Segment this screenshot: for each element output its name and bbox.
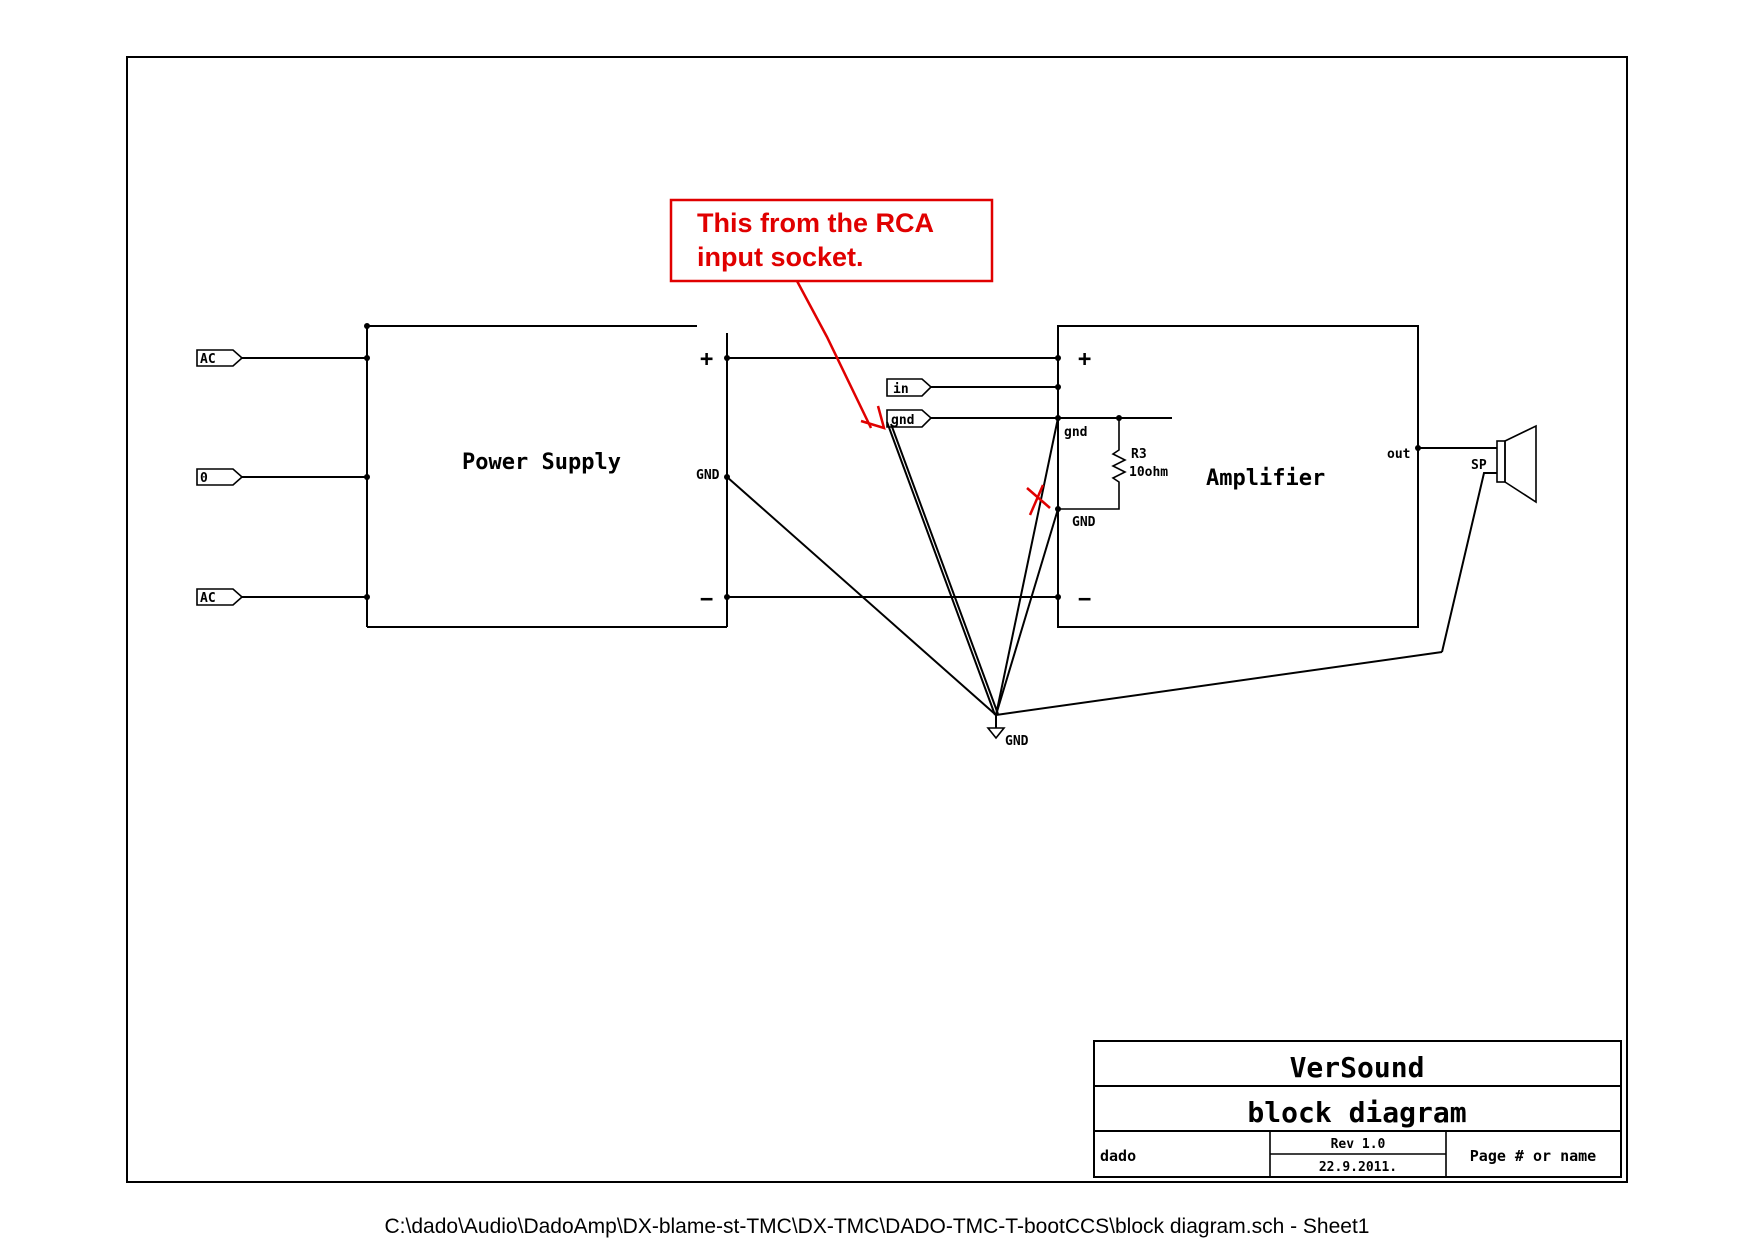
port-gnd-label: gnd [891,413,914,428]
title-block-title: block diagram [1247,1096,1466,1129]
junction-ps-plus [724,355,730,361]
title-block-company: VerSound [1290,1051,1425,1084]
port-zero-label: 0 [200,471,208,486]
ps-plus-sign: + [700,347,713,372]
callout-line-2: input socket. [697,242,864,272]
callout-leader [795,280,873,429]
callout-box [669,198,994,283]
callout-annotation: This from the RCA input socket. [669,198,1051,516]
ground-symbol: GND [986,715,1029,749]
footer-file-path: C:\dado\Audio\DadoAmp\DX-blame-st-TMC\DX… [385,1215,1370,1238]
title-block: VerSound block diagram dado Rev 1.0 22.9… [1093,1040,1622,1178]
title-block-author: dado [1100,1147,1136,1165]
amp-gnd-upper-label: GND [1072,515,1096,530]
ps-gnd-label: GND [696,468,720,483]
amp-minus-sign: − [1078,587,1091,612]
speaker-label: SP [1471,458,1487,473]
port-ac-bottom-label: AC [200,591,216,606]
port-in: in [886,378,933,397]
callout-arrowhead [860,405,886,430]
resistor-ref: R3 [1131,447,1147,462]
power-supply-title: Power Supply [462,450,621,475]
junction-amp-plus [1055,355,1061,361]
title-block-page: Page # or name [1470,1147,1596,1165]
amp-gnd-lower-label: gnd [1064,425,1087,440]
port-ac-top: AC [196,349,244,367]
junction-amp-minus [1055,594,1061,600]
resistor-r3: R3 10ohm [1058,415,1168,510]
port-zero: 0 [196,468,244,486]
callout-line-1: This from the RCA [697,208,934,238]
ps-minus-sign: − [700,587,713,612]
title-block-rev: Rev 1.0 [1331,1137,1386,1152]
amplifier-title: Amplifier [1206,466,1325,491]
port-in-label: in [893,382,909,397]
junction-ps-minus [724,594,730,600]
amp-plus-sign: + [1078,347,1091,372]
amplifier-block: Amplifier + gnd GND − out [1057,325,1419,628]
ground-symbol-label: GND [1005,734,1029,749]
sheet-border [126,56,1628,1183]
ground-star-wires [726,417,1443,716]
cut-mark-stroke-2 [1028,484,1045,516]
title-block-date: 22.9.2011. [1319,1160,1397,1175]
speaker: SP [1415,424,1537,653]
power-supply-block: Power Supply + GND − [364,323,728,628]
port-ac-top-label: AC [200,352,216,367]
port-gnd: gnd [886,409,933,428]
amp-out-label: out [1387,447,1410,462]
resistor-value: 10ohm [1129,465,1168,480]
port-ac-bottom: AC [196,588,244,606]
